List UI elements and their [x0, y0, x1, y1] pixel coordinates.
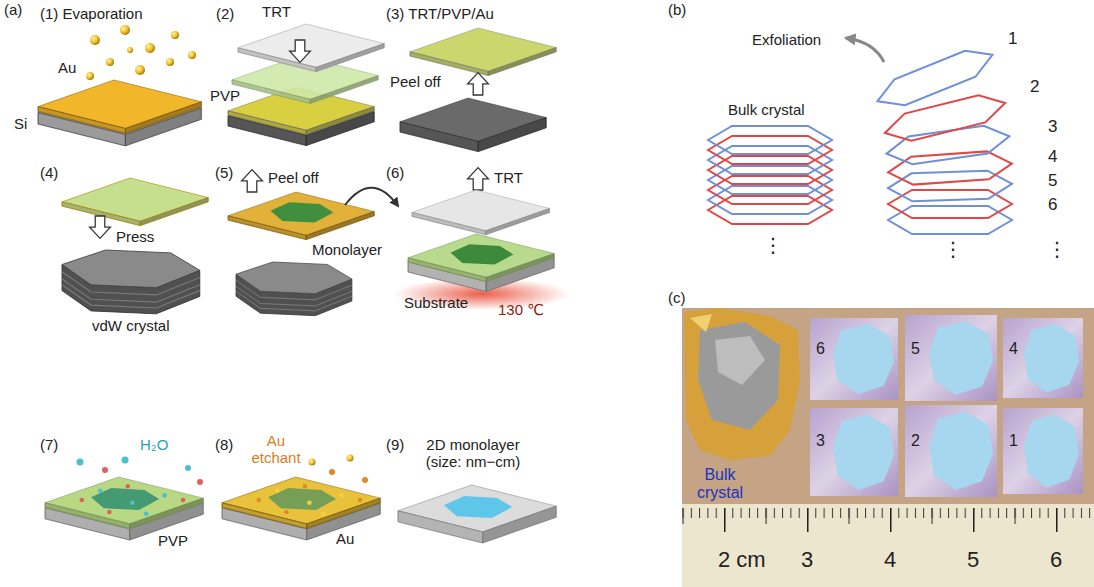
ruler-number: 5 — [967, 548, 979, 572]
step-title: (1) Evaporation — [40, 6, 143, 23]
ruler-number: 4 — [884, 548, 896, 572]
sample-number: 2 — [911, 432, 920, 450]
material-label: Au — [336, 531, 354, 548]
ruler-number: 6 — [1050, 548, 1062, 572]
layer-number: 5 — [1048, 172, 1057, 191]
sample-number: 1 — [1009, 432, 1018, 450]
transfer-step — [394, 168, 570, 310]
step-title: (4) — [40, 165, 58, 182]
panel-label: (c) — [668, 290, 686, 307]
step-title: 2D monolayer (size: nm−cm) — [412, 437, 534, 470]
material-label: H₂O — [140, 437, 168, 454]
material-label: PVP — [210, 88, 240, 105]
sample-number: 6 — [816, 340, 825, 358]
panel-label: (b) — [668, 2, 686, 19]
layer-number: 6 — [1048, 196, 1057, 215]
lamination-step — [228, 24, 384, 146]
step-title: (9) — [386, 437, 404, 454]
arrow-label: Exfoliation — [752, 32, 821, 49]
layer-number: 4 — [1048, 148, 1057, 167]
arrow-label: Peel off — [390, 74, 441, 91]
arrow-label: Press — [116, 229, 154, 246]
sample-number: 4 — [1009, 340, 1018, 358]
condition-label: 130 ℃ — [498, 302, 544, 319]
material-label: Si — [14, 116, 27, 133]
material-label: TRT — [494, 170, 523, 187]
ruler-number: 3 — [801, 548, 813, 572]
step-title: (5) — [215, 165, 233, 182]
material-label: Au etchant — [246, 433, 306, 466]
dissolve-step — [45, 457, 203, 540]
layer-number: 2 — [1030, 78, 1039, 97]
arrow-label: Peel off — [268, 170, 319, 187]
ruler-number: 2 cm — [718, 548, 766, 572]
sample-number: 3 — [816, 432, 825, 450]
ellipsis-mark: ⋮ — [943, 238, 963, 260]
exfoliation-schematic — [708, 38, 1013, 234]
step-title: (3) TRT/PVP/Au — [386, 6, 494, 23]
panel-label: (a) — [4, 2, 22, 19]
material-label: vdW crystal — [92, 318, 170, 335]
step-title: (7) — [40, 437, 58, 454]
material-label: Au — [58, 60, 76, 77]
step-title: (8) — [215, 437, 233, 454]
step-title: (6) — [386, 165, 404, 182]
ellipsis-mark: ⋮ — [763, 234, 783, 256]
result-step — [398, 485, 556, 543]
exfoliate-step — [228, 170, 398, 316]
material-label: Monolayer — [312, 242, 382, 259]
material-label: PVP — [158, 533, 188, 550]
material-label: TRT — [262, 4, 291, 21]
ellipsis-mark: ⋮ — [1047, 238, 1067, 260]
evaporation-step — [38, 25, 201, 146]
press-step — [62, 178, 208, 314]
layer-number: 3 — [1048, 118, 1057, 137]
layer-number: 1 — [1008, 30, 1017, 49]
material-label: Bulk crystal — [728, 102, 805, 119]
step-title: (2) — [216, 6, 234, 23]
etch-step — [222, 455, 380, 540]
sample-label: Bulk crystal — [688, 466, 752, 501]
sample-photo — [682, 308, 1094, 587]
material-label: Substrate — [404, 295, 468, 312]
sample-number: 5 — [911, 340, 920, 358]
